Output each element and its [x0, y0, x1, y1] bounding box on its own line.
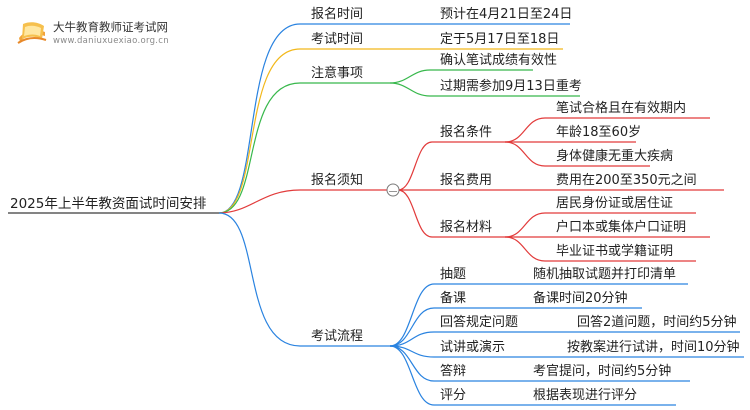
logo-url: www.daniuxuexiao.org.cn	[53, 36, 169, 46]
connector-b3	[218, 82, 390, 214]
application-conditions[interactable]: 报名条件	[440, 125, 493, 140]
collapse-toggle[interactable]: —	[386, 183, 400, 197]
connector-s6	[389, 345, 676, 406]
logo-title: 大牛教育教师证考试网	[53, 20, 168, 34]
root-topic[interactable]: 2025年上半年教资面试时间安排	[10, 196, 207, 212]
connector-b3-d2	[389, 82, 580, 97]
step-6-detail[interactable]: 根据表现进行评分	[533, 388, 638, 403]
branch-application-info[interactable]: 报名须知	[311, 173, 364, 188]
step-6-label[interactable]: 评分	[440, 388, 467, 403]
step-1-label[interactable]: 抽题	[440, 267, 467, 282]
connector-s4	[389, 345, 744, 358]
connector-c1-d3	[504, 141, 650, 167]
material-1[interactable]: 居民身份证或居住证	[556, 196, 674, 211]
step-5-label[interactable]: 答辩	[440, 364, 467, 379]
connector-b3-d1	[389, 69, 533, 84]
condition-2[interactable]: 年龄18至60岁	[556, 125, 642, 140]
connector-s1	[389, 283, 688, 347]
step-3-detail[interactable]: 回答2道问题，时间约5分钟	[577, 315, 737, 330]
branch-registration-time[interactable]: 报名时间	[311, 7, 364, 22]
step-5-detail[interactable]: 考官提问，时间约5分钟	[533, 364, 672, 379]
material-2[interactable]: 户口本或集体户口证明	[556, 220, 687, 235]
connector-b4	[218, 189, 388, 214]
exam-time-detail[interactable]: 定于5月17日至18日	[440, 32, 560, 47]
connector-c1-d1	[504, 117, 710, 143]
notes-detail-2[interactable]: 过期需参加9月13日重考	[440, 79, 582, 94]
application-materials[interactable]: 报名材料	[440, 220, 493, 235]
step-2-detail[interactable]: 备课时间20分钟	[533, 291, 628, 306]
connector-c3-d1	[504, 212, 696, 238]
condition-3[interactable]: 身体健康无重大疾病	[556, 149, 674, 164]
connector-c3-d3	[504, 236, 696, 262]
step-4-detail[interactable]: 按教案进行试讲，时间10分钟	[567, 340, 740, 355]
material-3[interactable]: 毕业证书或学籍证明	[556, 244, 674, 259]
connector-b2	[218, 48, 563, 214]
registration-time-detail[interactable]: 预计在4月21日至24日	[440, 7, 573, 22]
application-fee[interactable]: 报名费用	[440, 173, 493, 188]
connector-s5	[389, 345, 690, 382]
site-logo[interactable]: 大牛教育教师证考试网 www.daniuxuexiao.org.cn	[13, 14, 313, 54]
step-4-label[interactable]: 试讲或演示	[440, 340, 506, 355]
step-2-label[interactable]: 备课	[440, 291, 467, 306]
fee-detail[interactable]: 费用在200至350元之间	[556, 173, 697, 188]
connector-b1	[218, 23, 570, 214]
connector-c3	[397, 189, 505, 238]
branch-exam-process[interactable]: 考试流程	[311, 329, 364, 344]
step-1-detail[interactable]: 随机抽取试题并打印清单	[533, 267, 677, 282]
collapse-symbol: —	[389, 187, 398, 197]
connector-c1	[397, 141, 505, 191]
notes-detail-1[interactable]: 确认笔试成绩有效性	[440, 53, 558, 68]
book-icon	[17, 22, 47, 44]
step-3-label[interactable]: 回答规定问题	[440, 315, 519, 330]
connector-s3	[389, 331, 740, 347]
branch-notes[interactable]: 注意事项	[311, 66, 364, 81]
connector-b5	[218, 212, 390, 347]
connector-s2	[389, 307, 642, 347]
branch-exam-time[interactable]: 考试时间	[311, 32, 364, 47]
condition-1[interactable]: 笔试合格且在有效期内	[556, 101, 687, 116]
